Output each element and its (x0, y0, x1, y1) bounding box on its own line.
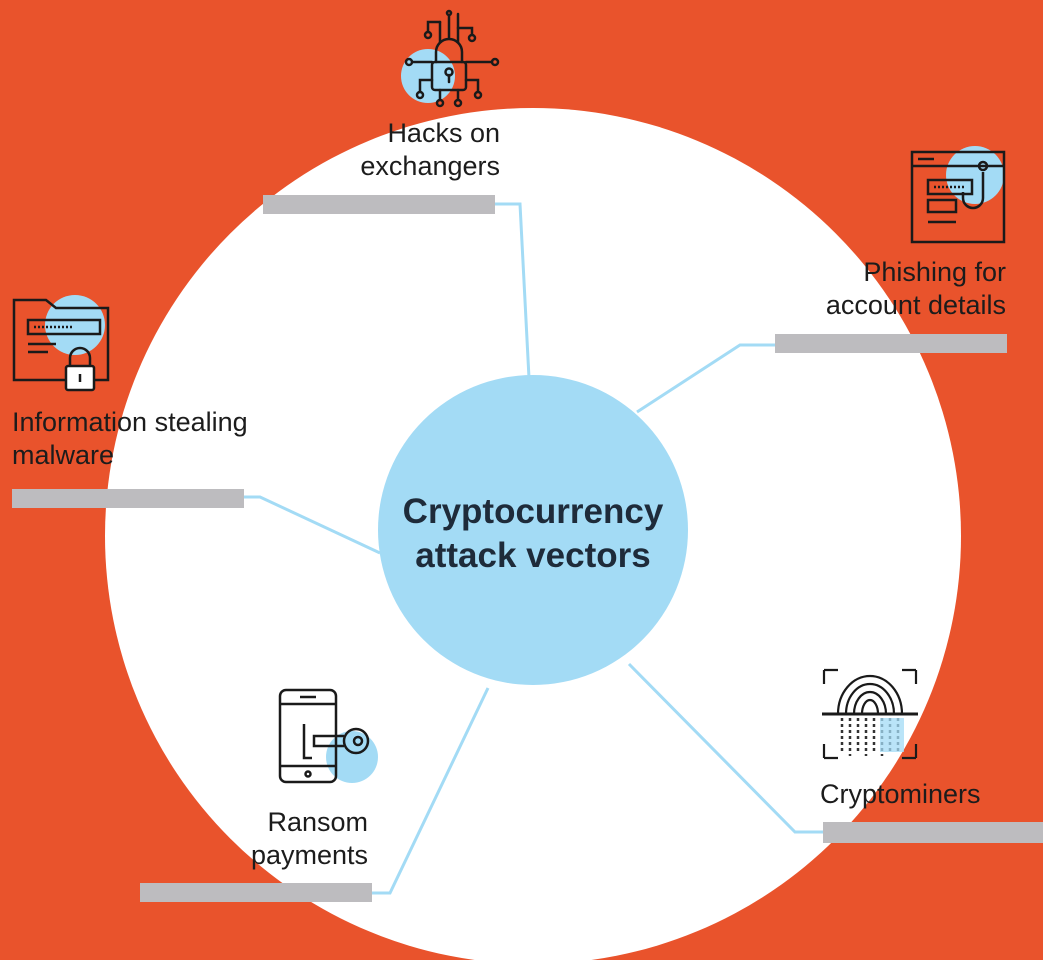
label-phishing: Phishing for account details (760, 256, 1006, 322)
phishing-hook-icon (910, 146, 1006, 244)
label-hacks-line2: exchangers (360, 151, 500, 181)
label-ransom-line1: Ransom (267, 807, 368, 837)
center-title-line1: Cryptocurrency (402, 492, 664, 531)
fingerprint-scan-icon (822, 668, 918, 760)
label-ransom-line2: payments (250, 840, 368, 870)
folder-lock-icon (12, 295, 110, 392)
label-malware-line1: Information stealing (12, 407, 248, 437)
bar-ransom (140, 883, 372, 902)
label-phishing-line2: account details (825, 290, 1006, 320)
label-phishing-line1: Phishing for (863, 257, 1006, 287)
label-malware: Information stealing malware (12, 406, 248, 472)
bar-hacks (263, 195, 495, 214)
center-title: Cryptocurrency attack vectors (378, 490, 688, 578)
connector-hacks (486, 202, 531, 379)
label-hacks: Hacks on exchangers (340, 117, 500, 183)
label-hacks-line1: Hacks on (387, 118, 500, 148)
phone-key-icon (278, 688, 378, 784)
bar-phishing (775, 334, 1007, 353)
bar-cryptominers (823, 822, 1043, 843)
connector-phishing (636, 343, 778, 414)
circuit-lock-icon (401, 9, 500, 108)
label-ransom: Ransom payments (238, 806, 368, 872)
label-malware-line2: malware (12, 440, 115, 470)
center-hub (378, 375, 688, 685)
label-cryptominers: Cryptominers (820, 778, 981, 811)
label-cryptominers-line1: Cryptominers (820, 779, 981, 809)
bar-malware (12, 489, 244, 508)
center-title-line2: attack vectors (415, 536, 651, 575)
label-bars (12, 195, 1043, 902)
